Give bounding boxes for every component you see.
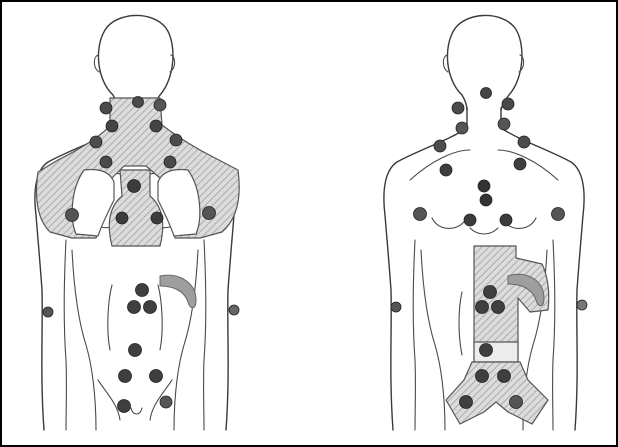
left-lung-block-left (72, 170, 114, 237)
left-head-outline (98, 15, 173, 110)
right-pelvic-field (446, 362, 548, 424)
left-body-figure (35, 15, 239, 430)
left-spleen (160, 275, 196, 308)
right-torso-outline (384, 108, 467, 430)
right-body-figure (384, 15, 587, 430)
left-lung-block-right (158, 170, 200, 237)
